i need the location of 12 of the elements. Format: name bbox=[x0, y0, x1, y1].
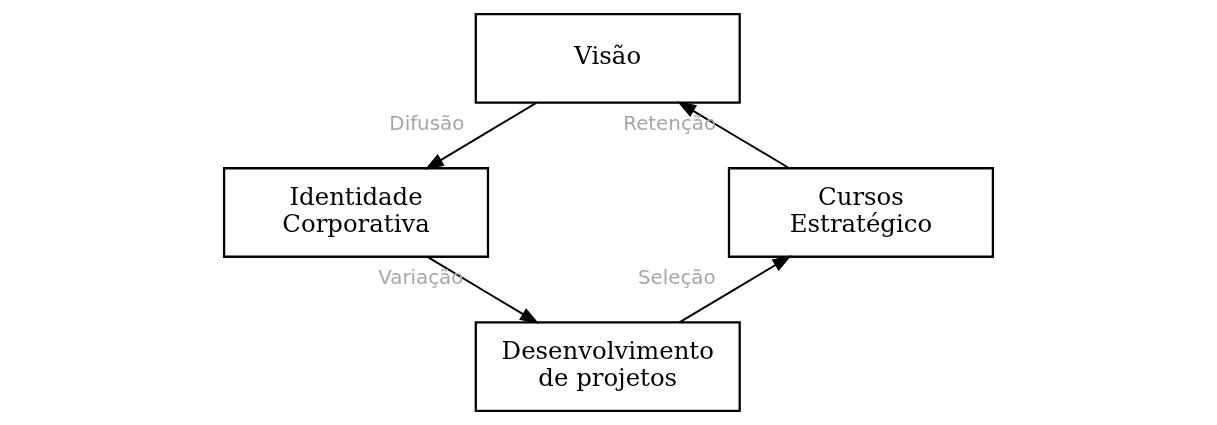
edge-label: Difusão bbox=[389, 111, 465, 135]
node-box: Cursos Estratégico bbox=[727, 167, 995, 258]
arrow bbox=[677, 101, 791, 170]
arrow bbox=[426, 255, 540, 324]
edge-label: Retenção bbox=[623, 112, 717, 136]
edge-label: Seleção bbox=[637, 266, 716, 290]
node-box: Visão bbox=[474, 13, 741, 104]
arrow bbox=[678, 255, 792, 324]
node-box: Desenvolvimento de projetos bbox=[474, 321, 741, 412]
node-box: Identidade Corporativa bbox=[222, 167, 490, 258]
arrow bbox=[424, 101, 538, 170]
edge-label: Variação bbox=[378, 266, 464, 290]
